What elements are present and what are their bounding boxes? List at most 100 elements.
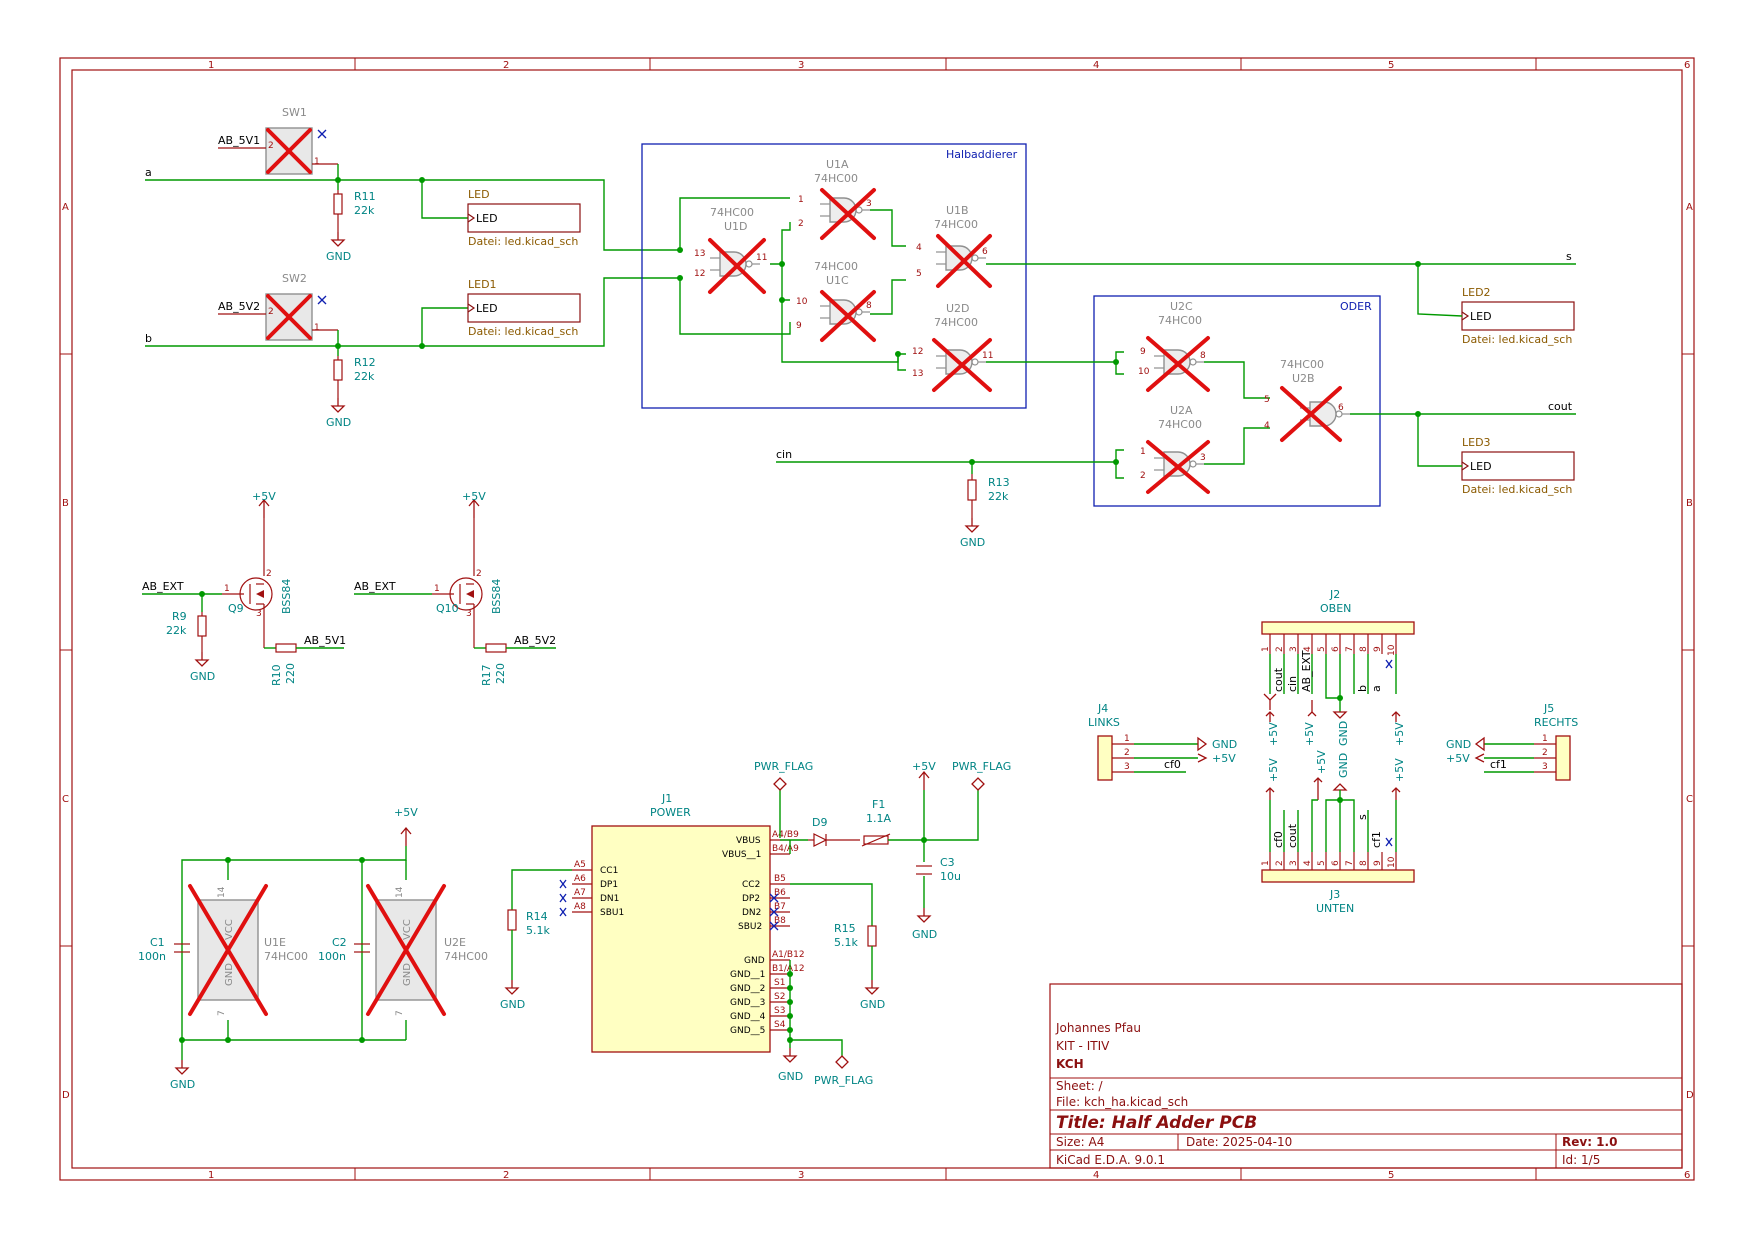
- svg-text:C3: C3: [940, 856, 955, 869]
- svg-text:7: 7: [395, 1010, 405, 1016]
- svg-text:+5V: +5V: [252, 490, 276, 503]
- mosfet-q10: +5V 1 2 3 Q10 BSS84 AB_EXT AB_5V2 R17 22…: [354, 490, 556, 686]
- svg-text:C1: C1: [150, 936, 165, 949]
- svg-text:+5V: +5V: [1267, 722, 1280, 746]
- svg-text:11: 11: [982, 351, 993, 361]
- mosfet-q9: +5V 1 2 3 Q9 BSS84 AB_EXT R9 22k GND AB_…: [142, 490, 346, 686]
- net-label-s: s: [1566, 250, 1572, 263]
- svg-text:RECHTS: RECHTS: [1534, 716, 1578, 729]
- svg-text:1: 1: [1140, 447, 1146, 457]
- svg-text:GND: GND: [778, 1070, 803, 1083]
- col-label: 3: [798, 60, 804, 71]
- svg-text:S4: S4: [774, 1020, 786, 1030]
- svg-text:3: 3: [1200, 453, 1206, 463]
- svg-text:LED: LED: [1470, 310, 1492, 323]
- svg-text:Datei: led.kicad_sch: Datei: led.kicad_sch: [468, 325, 578, 338]
- svg-text:VCC: VCC: [224, 919, 235, 940]
- col-label: 1: [208, 60, 214, 71]
- col-label: 2: [503, 60, 509, 71]
- svg-text:a: a: [1370, 685, 1383, 692]
- svg-text:1: 1: [224, 584, 230, 594]
- svg-text:12: 12: [912, 347, 923, 357]
- svg-text:4: 4: [1264, 421, 1270, 431]
- svg-text:PWR_FLAG: PWR_FLAG: [754, 760, 813, 773]
- svg-text:GND: GND: [1446, 738, 1471, 751]
- svg-text:b: b: [1356, 685, 1369, 692]
- svg-text:Datei: led.kicad_sch: Datei: led.kicad_sch: [1462, 483, 1572, 496]
- row-label: B: [62, 498, 69, 509]
- svg-text:100n: 100n: [138, 950, 166, 963]
- svg-text:3: 3: [1289, 860, 1299, 866]
- col-label: 1: [208, 1170, 214, 1181]
- svg-text:GND: GND: [402, 963, 413, 986]
- svg-text:KiCad E.D.A. 9.0.1: KiCad E.D.A. 9.0.1: [1056, 1153, 1165, 1167]
- svg-text:R11: R11: [354, 190, 376, 203]
- svg-text:1: 1: [1261, 860, 1271, 866]
- svg-text:J5: J5: [1543, 702, 1554, 715]
- svg-text:J1: J1: [661, 792, 672, 805]
- svg-text:R15: R15: [834, 922, 856, 935]
- svg-text:GND: GND: [860, 998, 885, 1011]
- svg-text:SBU2: SBU2: [738, 922, 762, 932]
- svg-text:74HC00: 74HC00: [444, 950, 488, 963]
- svg-text:R14: R14: [526, 910, 548, 923]
- svg-text:+5V: +5V: [1267, 758, 1280, 782]
- svg-text:+5V: +5V: [1393, 758, 1406, 782]
- gate-u2b: 74HC00 U2B 5 4 6: [1264, 358, 1351, 442]
- svg-text:2: 2: [1140, 471, 1146, 481]
- svg-text:1.1A: 1.1A: [866, 812, 891, 825]
- svg-text:CC2: CC2: [742, 880, 760, 890]
- svg-text:6: 6: [1338, 403, 1344, 413]
- svg-text:9: 9: [1140, 347, 1146, 357]
- svg-text:DN2: DN2: [742, 908, 761, 918]
- svg-text:AB_5V2: AB_5V2: [218, 300, 260, 313]
- drawing-frame: 1 2 3 4 5 6 1 2 3 4 5 6 A B C D A B C D: [59, 57, 1695, 1181]
- svg-text:B7: B7: [774, 902, 786, 912]
- svg-text:+5V: +5V: [462, 490, 486, 503]
- row-label: A: [62, 202, 69, 213]
- gate-u2d: U2D 74HC00 12 13 11: [912, 302, 993, 392]
- svg-text:Date: 2025-04-10: Date: 2025-04-10: [1186, 1135, 1292, 1149]
- svg-text:100n: 100n: [318, 950, 346, 963]
- svg-text:74HC00: 74HC00: [934, 316, 978, 329]
- svg-text:J4: J4: [1097, 702, 1108, 715]
- svg-text:GND: GND: [190, 670, 215, 683]
- svg-text:AB_5V1: AB_5V1: [304, 634, 346, 647]
- svg-text:VCC: VCC: [402, 919, 413, 940]
- svg-text:5: 5: [916, 269, 922, 279]
- svg-text:7: 7: [217, 1010, 227, 1016]
- svg-text:+5V: +5V: [912, 760, 936, 773]
- svg-text:AB_5V2: AB_5V2: [514, 634, 556, 647]
- svg-text:10: 10: [1387, 644, 1397, 656]
- svg-text:LED: LED: [1470, 460, 1492, 473]
- svg-text:9: 9: [1373, 860, 1383, 866]
- svg-text:13: 13: [694, 249, 705, 259]
- svg-text:R9: R9: [172, 610, 187, 623]
- svg-text:F1: F1: [872, 798, 885, 811]
- svg-text:B1/A12: B1/A12: [772, 964, 805, 974]
- svg-text:+5V: +5V: [1212, 752, 1236, 765]
- svg-text:5: 5: [1264, 395, 1270, 405]
- svg-text:1: 1: [434, 584, 440, 594]
- svg-text:VBUS__1: VBUS__1: [722, 850, 761, 860]
- svg-text:UNTEN: UNTEN: [1316, 902, 1354, 915]
- row-label: D: [62, 1090, 70, 1101]
- svg-text:ODER: ODER: [1340, 300, 1372, 313]
- svg-text:4: 4: [1303, 646, 1313, 652]
- svg-text:A1/B12: A1/B12: [772, 950, 805, 960]
- net-label-cin: cin: [776, 448, 792, 461]
- svg-text:SW1: SW1: [282, 106, 307, 119]
- svg-text:U2D: U2D: [946, 302, 970, 315]
- svg-text:3: 3: [466, 609, 472, 619]
- svg-text:GND: GND: [326, 250, 351, 263]
- svg-text:BSS84: BSS84: [490, 579, 503, 614]
- svg-text:GND__1: GND__1: [730, 970, 765, 980]
- svg-text:cout: cout: [1272, 667, 1285, 692]
- svg-text:6: 6: [1331, 646, 1341, 652]
- svg-text:7: 7: [1345, 860, 1355, 866]
- svg-text:S2: S2: [774, 992, 785, 1002]
- wires-inputs: a b: [145, 164, 680, 356]
- svg-text:GND: GND: [500, 998, 525, 1011]
